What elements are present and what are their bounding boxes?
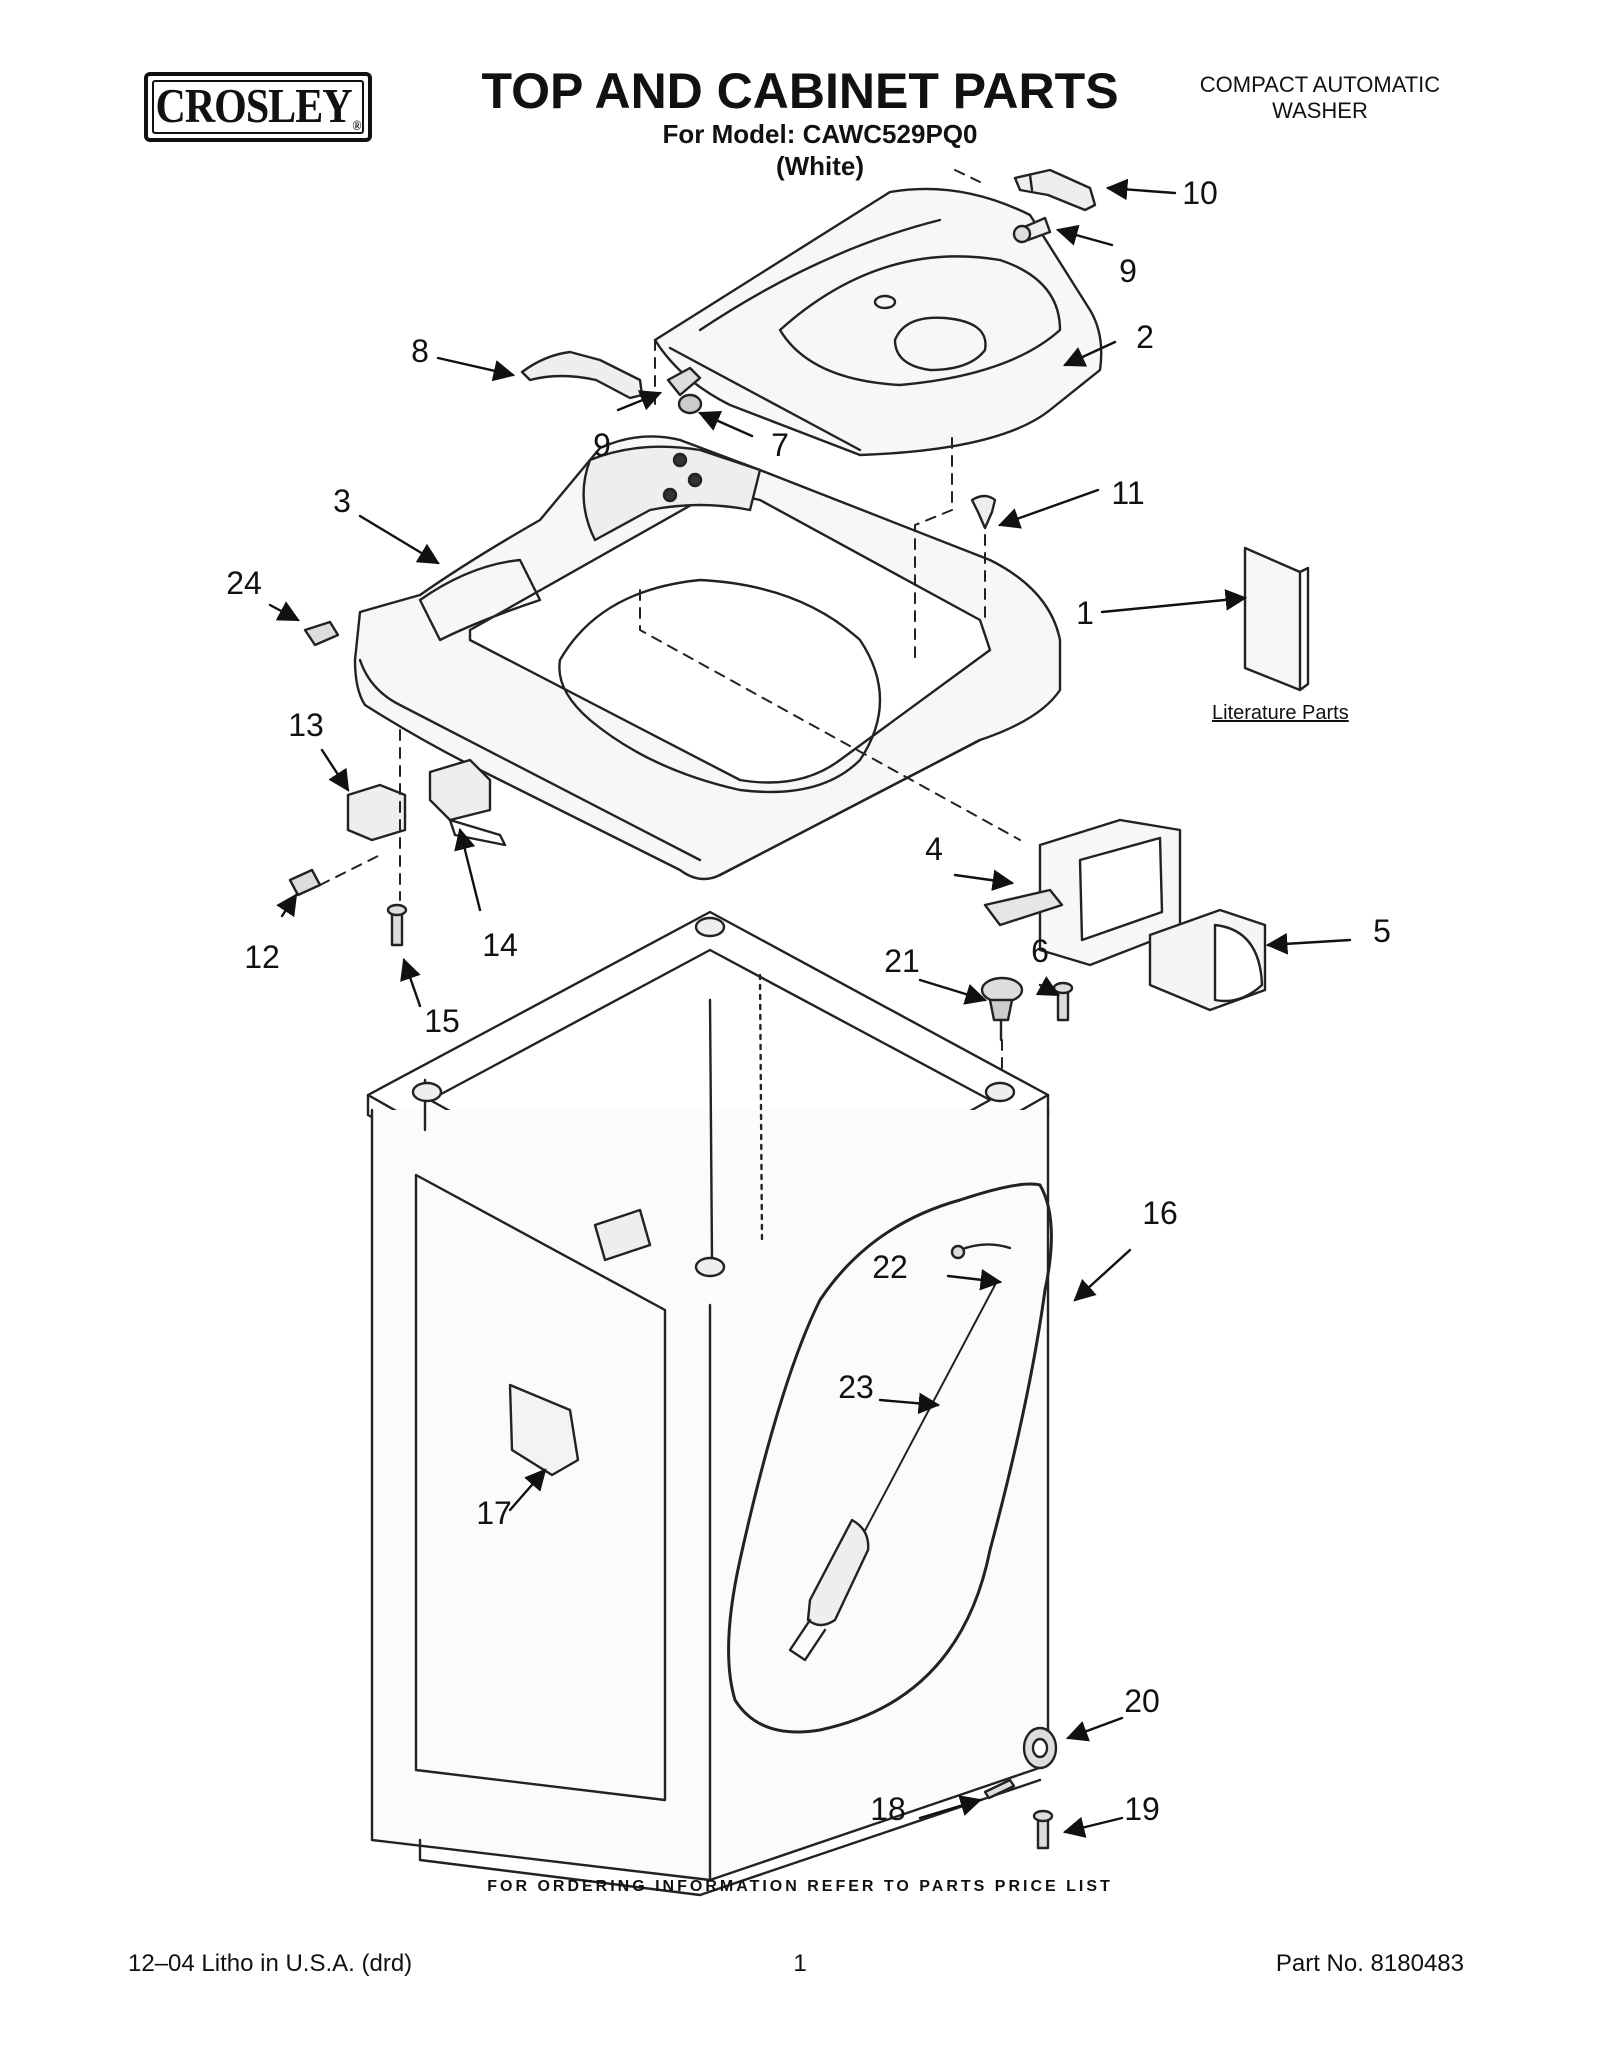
lid-switch-parts	[346, 758, 507, 847]
callout-12: 12	[244, 939, 280, 975]
callout-21: 21	[884, 943, 920, 979]
foot-part-20	[1022, 1726, 1058, 1770]
model-color: (White)	[775, 151, 865, 181]
product-category: COMPACT AUTOMATIC WASHER	[1170, 72, 1470, 124]
footer-page-number: 1	[793, 1950, 807, 1977]
callout-1: 1	[1076, 595, 1094, 631]
screw-19	[1032, 1809, 1054, 1850]
callout-3: 3	[333, 483, 351, 519]
page-title: TOP AND CABINET PARTS	[481, 63, 1119, 119]
category-line-1: COMPACT AUTOMATIC	[1199, 72, 1441, 97]
callout-2: 2	[1136, 319, 1154, 355]
screw-12	[288, 868, 322, 897]
callout-7: 7	[771, 427, 789, 463]
dispenser-housing-part	[983, 818, 1182, 967]
literature-parts-booklet	[1243, 546, 1310, 692]
callout-18: 18	[870, 1791, 906, 1827]
ordering-note: FOR ORDERING INFORMATION REFER TO PARTS …	[487, 1878, 1113, 1895]
callout-15: 15	[424, 1003, 460, 1039]
dispenser-drawer-part	[1148, 908, 1267, 1012]
literature-caption: Literature Parts	[1212, 702, 1349, 724]
model-number: For Model: CAWC529PQ0	[662, 119, 978, 149]
hinge-left	[520, 350, 644, 400]
callout-arrows	[268, 178, 1352, 1838]
callout-24: 24	[226, 565, 262, 601]
logo-wordmark: CROSLEY®	[155, 80, 361, 134]
callout-22: 22	[872, 1249, 908, 1285]
top-panel-part	[353, 435, 1062, 881]
footer-litho: 12–04 Litho in U.S.A. (drd)	[128, 1950, 413, 1977]
screw-9-left	[666, 366, 702, 397]
callout-16: 16	[1142, 1195, 1178, 1231]
callout-17: 17	[476, 1495, 512, 1531]
callout-9-left: 9	[593, 427, 611, 463]
callout-23: 23	[838, 1369, 874, 1405]
lid-part	[653, 187, 1103, 457]
screw-9-top	[1012, 216, 1052, 244]
logo-inner-border	[152, 80, 364, 134]
callout-9-top: 9	[1119, 253, 1137, 289]
screw-24	[303, 620, 340, 647]
screw-15	[386, 903, 408, 947]
cabinet-part	[366, 910, 1050, 1897]
callout-20: 20	[1124, 1683, 1160, 1719]
pin-18	[983, 1778, 1016, 1800]
callout-10: 10	[1182, 175, 1218, 211]
callout-4: 4	[925, 831, 943, 867]
model-info: For Model: CAWC529PQ0 (White)	[620, 118, 1020, 182]
callout-8: 8	[411, 333, 429, 369]
callout-13: 13	[288, 707, 324, 743]
screw-6	[1052, 981, 1074, 1022]
callout-14: 14	[482, 927, 518, 963]
adjustment-part-21	[980, 976, 1024, 1042]
callout-11: 11	[1111, 475, 1145, 511]
bumper-7	[677, 393, 703, 415]
category-line-2: WASHER	[1272, 98, 1368, 123]
plug-11	[970, 494, 997, 530]
brand-logo: CROSLEY®	[144, 72, 372, 142]
callout-19: 19	[1124, 1791, 1160, 1827]
assembly-lines	[319, 169, 1021, 1076]
hinge-right	[1013, 168, 1097, 212]
footer-part-number: Part No. 8180483	[1275, 1950, 1464, 1977]
callout-6: 6	[1031, 933, 1049, 969]
callout-5: 5	[1373, 913, 1391, 949]
